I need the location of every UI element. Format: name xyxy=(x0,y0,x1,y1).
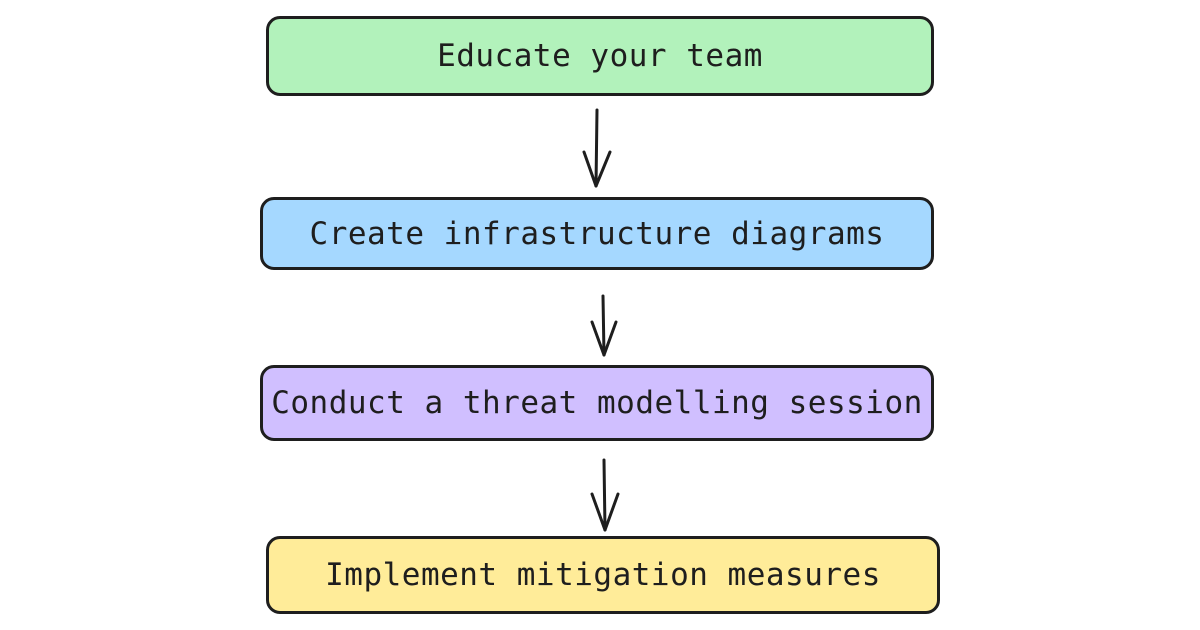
arrow-down-icon xyxy=(582,108,612,188)
arrow-down-icon xyxy=(590,458,620,532)
step-conduct-threat-modelling[interactable]: Conduct a threat modelling session xyxy=(260,365,934,441)
step-implement-mitigation[interactable]: Implement mitigation measures xyxy=(266,536,940,614)
step-create-infrastructure-diagrams[interactable]: Create infrastructure diagrams xyxy=(260,197,934,270)
arrow-down-icon xyxy=(590,294,618,357)
step-educate-team[interactable]: Educate your team xyxy=(266,16,934,96)
